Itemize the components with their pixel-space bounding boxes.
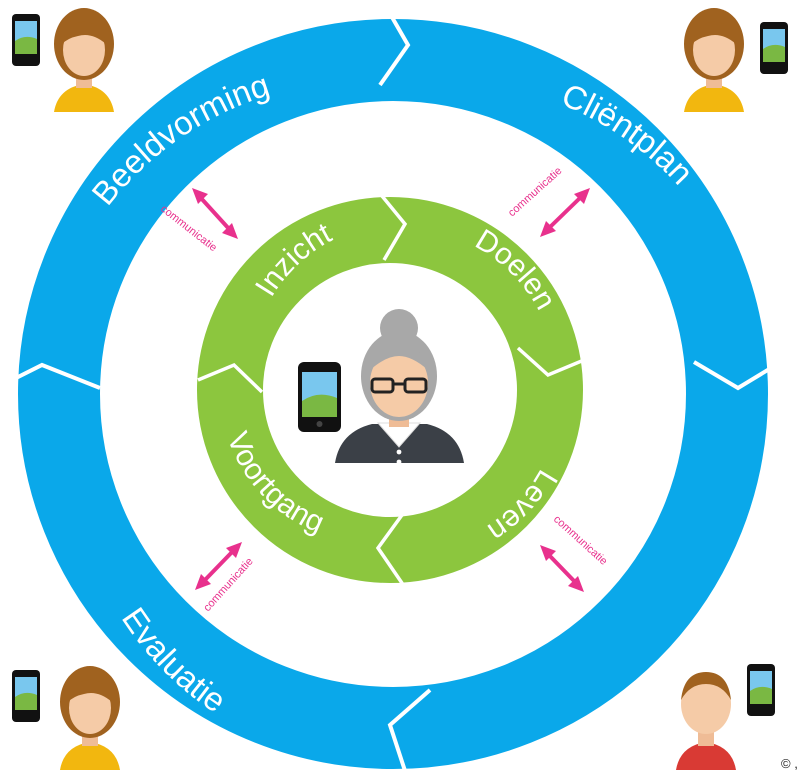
communication-arrow-bottom-right (540, 545, 584, 592)
communication-label-bottom-right: communicatie (551, 513, 609, 567)
communication-arrow-top-right (540, 188, 590, 237)
copyright-notice: © , (781, 756, 798, 771)
communication-label-top-right: communicatie (506, 165, 564, 219)
communication-arrow-top-left (192, 188, 238, 239)
woman-avatar-icon-top-left (54, 8, 114, 112)
outer-ring-divider-bottom (387, 688, 432, 780)
inner-ring-divider-right (516, 346, 585, 378)
inner-ring-divider-top (380, 194, 408, 261)
inner-ring-divider-bottom (375, 513, 406, 587)
communication-label-bottom-left: communicatie (201, 556, 255, 614)
grandmother-avatar-icon (335, 309, 464, 465)
phone-icon-top-right (760, 22, 788, 74)
outer-ring (5, 4, 778, 780)
outer-ring-divider-right (692, 360, 778, 391)
inner-ring-divider-left (197, 362, 264, 394)
outer-ring-divider-top (378, 4, 411, 87)
woman-avatar-icon-top-right (684, 8, 744, 112)
communication-arrow-bottom-left (195, 542, 242, 590)
man-avatar-icon-bottom-right (676, 672, 736, 770)
inner-ring-band (197, 197, 583, 583)
inner-ring (197, 194, 585, 587)
outer-ring-divider-left (5, 362, 101, 390)
phone-icon-bottom-right (747, 664, 775, 716)
phone-icon-bottom-left (12, 670, 40, 722)
woman-avatar-icon-bottom-left (60, 666, 120, 770)
phone-icon-top-left (12, 14, 40, 66)
phone-icon-center (298, 362, 341, 432)
